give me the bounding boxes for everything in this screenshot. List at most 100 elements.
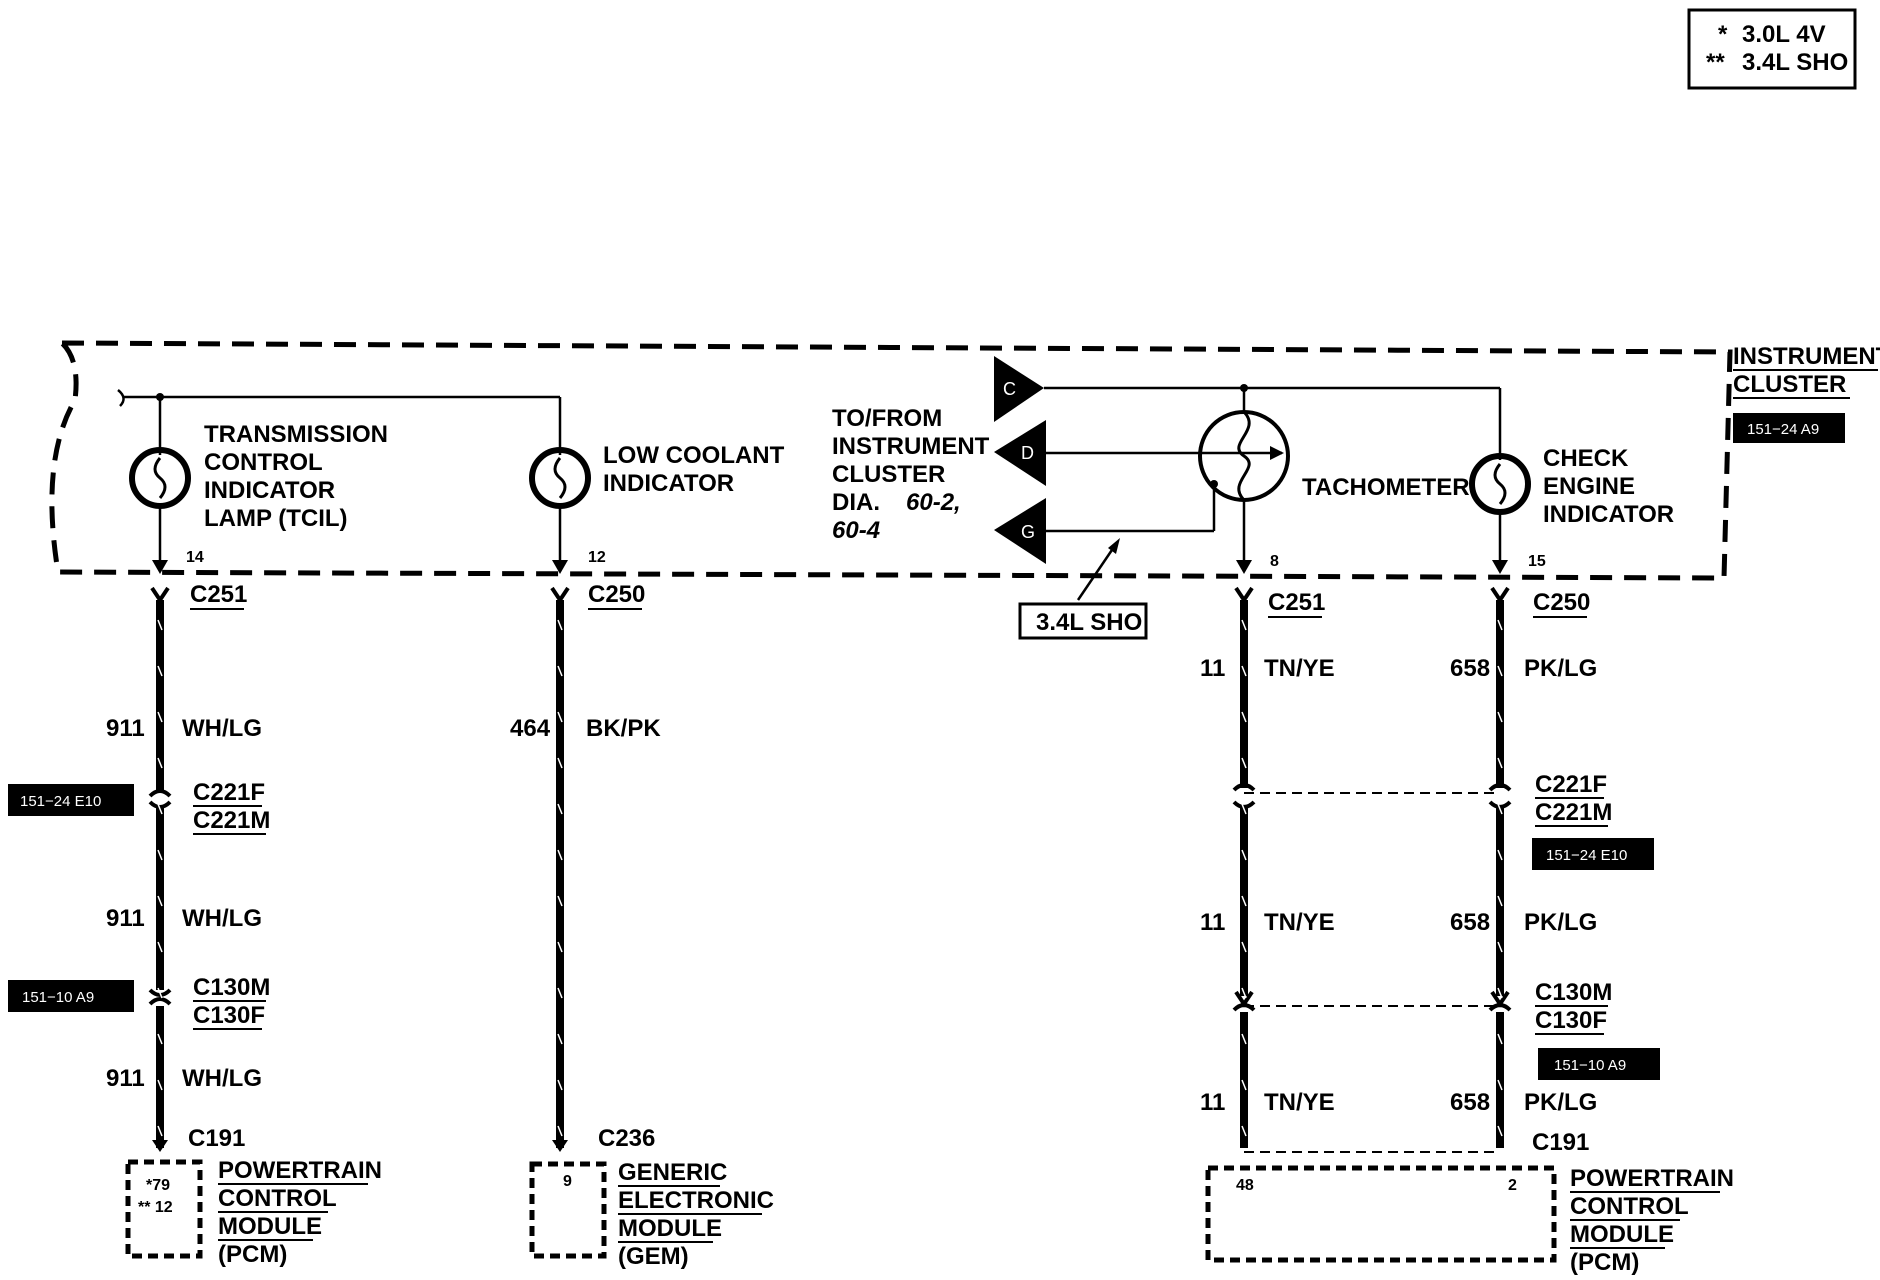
- ground-symbol: [117, 389, 125, 407]
- connector-d: D: [994, 420, 1046, 486]
- legend-mark-2: **: [1706, 49, 1725, 76]
- check-seg3-circuit: 658: [1450, 1089, 1490, 1116]
- wire-hatch: [1241, 941, 1247, 953]
- legend-mark-1: *: [1718, 21, 1728, 48]
- wire-hatch: [557, 987, 563, 999]
- tcil-top-conn: C251: [190, 581, 247, 608]
- wire-hatch: [557, 1033, 563, 1045]
- check-c221-ref: 151−24 E10: [1546, 847, 1627, 864]
- pcm-right-pin-a: 48: [1236, 1177, 1254, 1194]
- connector-g: G: [994, 498, 1046, 564]
- pcm-right-name-3: MODULE: [1570, 1221, 1674, 1248]
- wire-hatch: [157, 665, 163, 677]
- tofrom-line-1: TO/FROM: [832, 405, 942, 432]
- tach-seg3-color: TN/YE: [1264, 1089, 1335, 1116]
- pcm-right-name-4: (PCM): [1570, 1249, 1639, 1276]
- tcil-pin: 14: [186, 549, 204, 566]
- check-c130-ref-badge: [1538, 1048, 1660, 1080]
- check-c130-a: C130M: [1535, 979, 1612, 1006]
- pcm-left-name-3: MODULE: [218, 1213, 322, 1240]
- cluster-title-2: CLUSTER: [1733, 371, 1846, 398]
- pcm-left-name-2: CONTROL: [218, 1185, 337, 1212]
- wire-hatch: [557, 895, 563, 907]
- tach-seg2-color: TN/YE: [1264, 909, 1335, 936]
- check-engine-label-3: INDICATOR: [1543, 501, 1674, 528]
- tcil-seg3-color: WH/LG: [182, 1065, 262, 1092]
- connector-c: C: [994, 356, 1044, 422]
- cluster-ref: 151−24 A9: [1747, 421, 1819, 438]
- check-engine-label-1: CHECK: [1543, 445, 1629, 472]
- tcil-c221-a: C221F: [193, 779, 265, 806]
- tofrom-line-5: 60-4: [832, 517, 880, 544]
- wire-hatch: [557, 849, 563, 861]
- legend-text-1: 3.0L 4V: [1742, 21, 1826, 48]
- tcil-seg2-circuit: 911: [106, 905, 145, 932]
- wire-hatch: [1241, 849, 1247, 861]
- tcil-c130-ref: 151−10 A9: [22, 989, 94, 1006]
- check-c221-a: C221F: [1535, 771, 1607, 798]
- tcil-label-3: INDICATOR: [204, 477, 335, 504]
- wire-hatch: [557, 665, 563, 677]
- wire-hatch: [1497, 987, 1503, 999]
- tcil-seg2-color: WH/LG: [182, 905, 262, 932]
- wire-hatch: [1497, 619, 1503, 631]
- wire-hatch: [1241, 665, 1247, 677]
- tachometer-label: TACHOMETER: [1302, 474, 1470, 501]
- pcm-left-pin-a: *79: [146, 1177, 170, 1194]
- tofrom-line-4b: 60-2,: [906, 489, 961, 516]
- wire-hatch: [157, 803, 163, 815]
- check-engine-pin: 15: [1528, 553, 1546, 570]
- cluster-ref-badge: [1733, 413, 1845, 443]
- wire-hatch: [557, 941, 563, 953]
- check-c130-b: C130F: [1535, 1007, 1607, 1034]
- wire-hatch: [557, 619, 563, 631]
- gem-name-4: (GEM): [618, 1243, 689, 1270]
- gem-name-1: GENERIC: [618, 1159, 727, 1186]
- svg-text:G: G: [1021, 522, 1035, 542]
- wire-hatch: [1497, 1079, 1503, 1091]
- check-top-conn: C250: [1533, 589, 1590, 616]
- wire-hatch: [157, 849, 163, 861]
- wire-hatch: [557, 757, 563, 769]
- tcil-label-1: TRANSMISSION: [204, 421, 388, 448]
- check-seg2-circuit: 658: [1450, 909, 1490, 936]
- svg-text:C: C: [1003, 379, 1016, 399]
- legend-text-2: 3.4L SHO: [1742, 49, 1848, 76]
- check-engine-label-2: ENGINE: [1543, 473, 1635, 500]
- cluster-title-1: INSTRUMENT: [1733, 343, 1880, 370]
- coolant-top-conn: C250: [588, 581, 645, 608]
- wire-hatch-marks: [157, 619, 1503, 1137]
- wire-hatch: [1241, 1033, 1247, 1045]
- wire-hatch: [1241, 1079, 1247, 1091]
- pcm-left-name-1: POWERTRAIN: [218, 1157, 382, 1184]
- pcm-right-name-2: CONTROL: [1570, 1193, 1689, 1220]
- tach-seg2-circuit: 11: [1200, 909, 1225, 936]
- wire-hatch: [1497, 941, 1503, 953]
- wire-hatch: [157, 895, 163, 907]
- wire-hatch: [1497, 1033, 1503, 1045]
- check-seg1-circuit: 658: [1450, 655, 1490, 682]
- wire-hatch: [557, 711, 563, 723]
- tcil-c221-b: C221M: [193, 807, 270, 834]
- tach-seg1-circuit: 11: [1200, 655, 1225, 682]
- low-coolant-label-2: INDICATOR: [603, 470, 734, 497]
- check-seg3-color: PK/LG: [1524, 1089, 1597, 1116]
- check-c130-ref: 151−10 A9: [1554, 1057, 1626, 1074]
- wire-hatch: [157, 711, 163, 723]
- wire-hatch: [557, 803, 563, 815]
- check-c221-ref-badge: [1532, 838, 1654, 870]
- tofrom-line-3: CLUSTER: [832, 461, 945, 488]
- pcm-left-pin-b: ** 12: [138, 1199, 173, 1216]
- wire-hatch: [1241, 1125, 1247, 1137]
- wire-hatch: [1497, 895, 1503, 907]
- pcm-left-box: [125, 1159, 203, 1259]
- tcil-seg1-color: WH/LG: [182, 715, 262, 742]
- wire-hatch: [557, 1079, 563, 1091]
- wire-hatch: [157, 619, 163, 631]
- tcil-c130-ref-badge: [8, 980, 134, 1012]
- tofrom-line-4a: DIA.: [832, 489, 880, 516]
- tcil-c221-ref: 151−24 E10: [20, 793, 101, 810]
- gem-box: [529, 1161, 607, 1259]
- low-coolant-wire: [550, 586, 570, 1152]
